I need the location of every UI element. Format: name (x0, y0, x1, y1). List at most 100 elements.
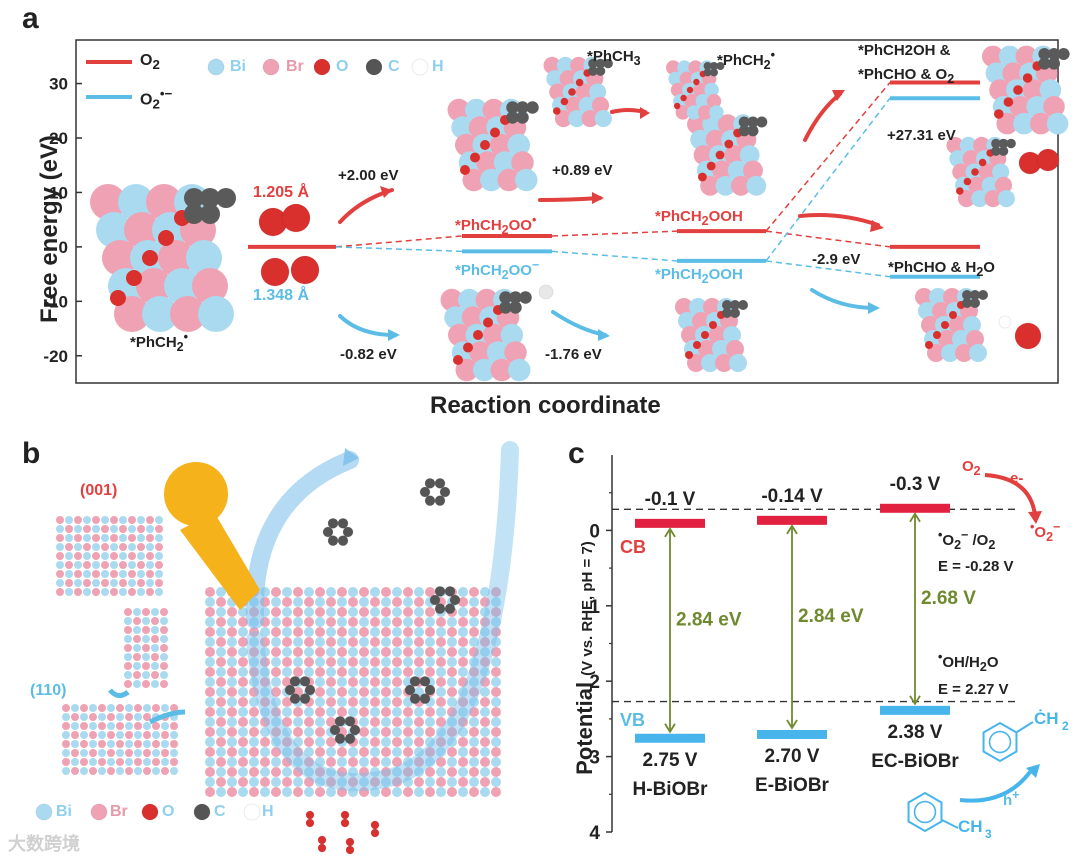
lattice-atom (315, 737, 325, 747)
lattice-atom (392, 717, 402, 727)
lattice-atom (56, 516, 64, 524)
lattice-atom (304, 657, 314, 667)
atom-legend-sphere (142, 804, 158, 820)
lattice-atom (80, 767, 88, 775)
lattice-atom (65, 516, 73, 524)
lattice-atom (152, 767, 160, 775)
lattice-atom (155, 516, 163, 524)
arrow-blue-1 (340, 316, 394, 335)
lattice-atom (414, 637, 424, 647)
lattice-atom (304, 767, 314, 777)
lattice-atom (337, 587, 347, 597)
cb-label: CB (620, 537, 646, 558)
lattice-atom (447, 617, 457, 627)
lattice-atom (65, 552, 73, 560)
lattice-atom (348, 737, 358, 747)
lattice-atom (359, 697, 369, 707)
lattice-atom (62, 731, 70, 739)
carbon-atom (978, 290, 988, 300)
facet-110-slab (62, 704, 178, 775)
lattice-atom (260, 657, 270, 667)
lattice-atom (92, 570, 100, 578)
lattice-atom (65, 543, 73, 551)
carbon-atom (285, 685, 295, 695)
lattice-atom (480, 767, 490, 777)
lattice-atom (315, 657, 325, 667)
lattice-atom (480, 647, 490, 657)
carbon-atom (300, 676, 310, 686)
oxygen-atom (306, 819, 314, 827)
lattice-atom (282, 637, 292, 647)
lattice-atom (436, 757, 446, 767)
lattice-atom (359, 777, 369, 787)
lattice-atom (205, 667, 215, 677)
lattice-atom (425, 607, 435, 617)
lattice-atom (205, 697, 215, 707)
lattice-atom (238, 757, 248, 767)
lattice-atom (458, 787, 468, 797)
lattice-atom (282, 697, 292, 707)
lattice-atom (348, 627, 358, 637)
lattice-atom (151, 662, 159, 670)
lattice-atom (249, 587, 259, 597)
lattice-atom (89, 704, 97, 712)
lattice-atom (447, 717, 457, 727)
cluster-state2-blue (675, 298, 748, 372)
lattice-atom (152, 749, 160, 757)
lattice-atom (137, 525, 145, 533)
lattice-atom (92, 516, 100, 524)
lattice-atom (282, 587, 292, 597)
carbon-atom (420, 694, 430, 704)
lattice-atom (392, 607, 402, 617)
carbon-atom (330, 725, 340, 735)
lattice-atom (152, 722, 160, 730)
facet-001-label: (001) (80, 482, 117, 500)
lattice-atom (458, 587, 468, 597)
lattice-atom (133, 617, 141, 625)
ref-line-superoxide-label: •O2− /O2 (938, 528, 995, 552)
lattice-atom (326, 607, 336, 617)
lattice-atom (238, 607, 248, 617)
lattice-atom (133, 626, 141, 634)
gap-arrowhead (910, 514, 920, 522)
lattice-atom (304, 727, 314, 737)
legend-o2-label: O2 (140, 52, 160, 72)
lattice-atom (260, 627, 270, 637)
lattice-atom (142, 608, 150, 616)
lattice-atom (80, 740, 88, 748)
lattice-atom (89, 713, 97, 721)
lattice-atom (491, 647, 501, 657)
lattice-atom (315, 647, 325, 657)
lattice-atom (205, 737, 215, 747)
lattice-atom (326, 657, 336, 667)
lattice-atom (436, 737, 446, 747)
lattice-atom (89, 740, 97, 748)
atom-legend-o: O (336, 58, 348, 76)
lattice-atom (392, 697, 402, 707)
lattice-atom (381, 757, 391, 767)
lattice-atom (80, 731, 88, 739)
lattice-atom (205, 717, 215, 727)
lattice-atom (216, 757, 226, 767)
lattice-atom (480, 657, 490, 667)
lattice-atom (337, 747, 347, 757)
lattice-atom (137, 579, 145, 587)
state1-red-label: *PhCH2OO• (455, 213, 536, 237)
lattice-atom (249, 627, 259, 637)
lattice-atom (392, 627, 402, 637)
lattice-atom (304, 597, 314, 607)
connector-red-2 (552, 231, 677, 236)
y-tick-label: -20 (43, 347, 68, 366)
lattice-atom (326, 727, 336, 737)
lattice-atom (315, 717, 325, 727)
lattice-atom (160, 680, 168, 688)
lattice-atom (315, 747, 325, 757)
lattice-atom (116, 749, 124, 757)
lattice-atom (348, 757, 358, 767)
lattice-atom (65, 525, 73, 533)
lattice-atom (304, 697, 314, 707)
lattice-atom (110, 588, 118, 596)
lattice-atom (83, 534, 91, 542)
lattice-atom (249, 667, 259, 677)
lattice-atom (436, 787, 446, 797)
